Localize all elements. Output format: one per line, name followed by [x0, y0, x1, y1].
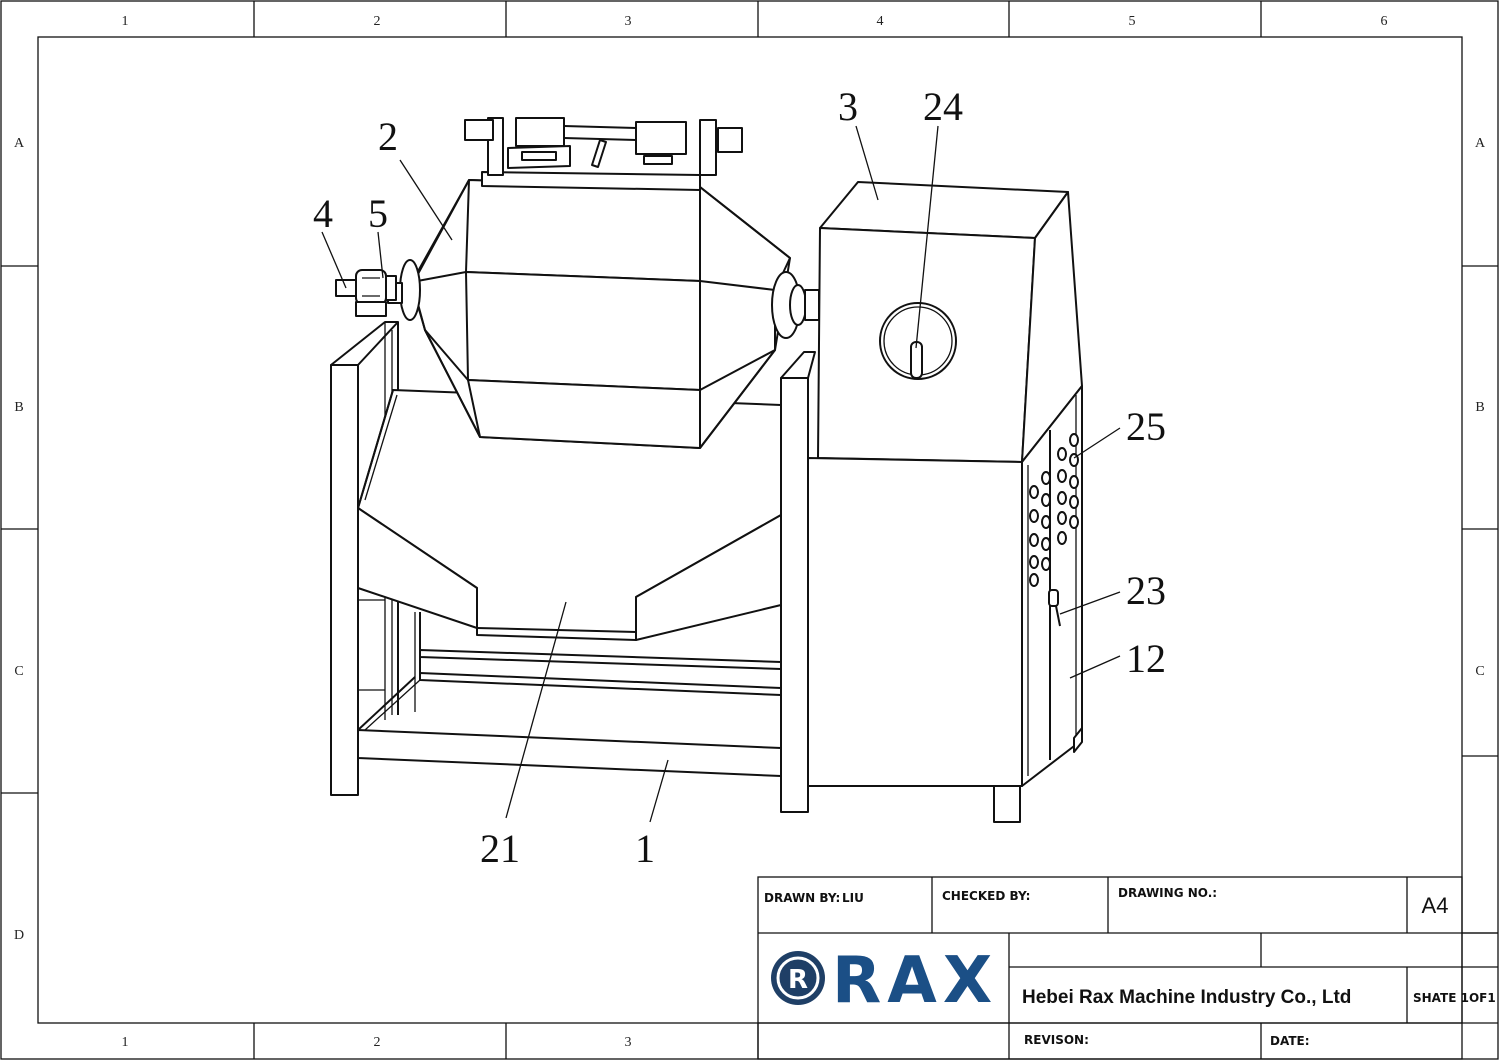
discharge-hopper — [357, 389, 782, 641]
callout-12: 12 — [1126, 636, 1166, 681]
column-label: 1 — [122, 1035, 129, 1050]
row-label: A — [1475, 136, 1486, 151]
row-label: C — [14, 664, 23, 679]
callout-4: 4 — [313, 191, 333, 236]
drawn-by-label: DRAWN BY: — [764, 891, 840, 905]
column-label: 6 — [1381, 14, 1388, 29]
control-cabinet — [807, 181, 1083, 823]
column-label: 5 — [1129, 14, 1136, 29]
motor-reducer — [335, 269, 397, 317]
column-label: 1 — [122, 14, 129, 29]
callout-25: 25 — [1126, 404, 1166, 449]
callout-5: 5 — [368, 191, 388, 236]
drum-lid-assembly — [464, 117, 743, 191]
leader-lines — [321, 125, 1121, 823]
column-label: 2 — [374, 14, 381, 29]
title-block — [757, 876, 1498, 1060]
indicator-buttons — [1029, 433, 1079, 587]
company-name: Hebei Rax Machine Industry Co., Ltd — [1022, 987, 1351, 1008]
machine-drawing: 2 4 5 3 24 25 23 12 21 1 — [313, 84, 1166, 871]
revision-label: REVISON: — [1024, 1033, 1089, 1047]
column-label: 2 — [374, 1035, 381, 1050]
sheet-number: SHATE 1OF1 — [1413, 991, 1496, 1005]
checked-by-label: CHECKED BY: — [942, 889, 1030, 903]
callout-3: 3 — [838, 84, 858, 129]
logo-emblem-letter: R — [788, 965, 808, 995]
column-label: 3 — [625, 1035, 632, 1050]
callout-21: 21 — [480, 826, 520, 871]
date-label: DATE: — [1270, 1034, 1310, 1048]
callout-24: 24 — [923, 84, 963, 129]
row-label: C — [1475, 664, 1484, 679]
drawing-no-label: DRAWING NO.: — [1118, 886, 1217, 900]
column-label: 3 — [625, 14, 632, 29]
row-label: D — [14, 928, 24, 943]
callout-23: 23 — [1126, 568, 1166, 613]
drawn-by-value: LIU — [842, 891, 864, 905]
row-label: B — [1475, 400, 1484, 415]
sheet-size: A4 — [1422, 893, 1449, 918]
callout-1: 1 — [635, 826, 655, 871]
logo-wordmark: RAX — [832, 944, 998, 1018]
column-label: 4 — [877, 14, 884, 29]
company-logo: R RAX — [771, 944, 998, 1018]
row-label: A — [14, 136, 25, 151]
row-label: B — [14, 400, 23, 415]
octagonal-mixing-drum — [387, 179, 820, 449]
callout-2: 2 — [378, 114, 398, 159]
